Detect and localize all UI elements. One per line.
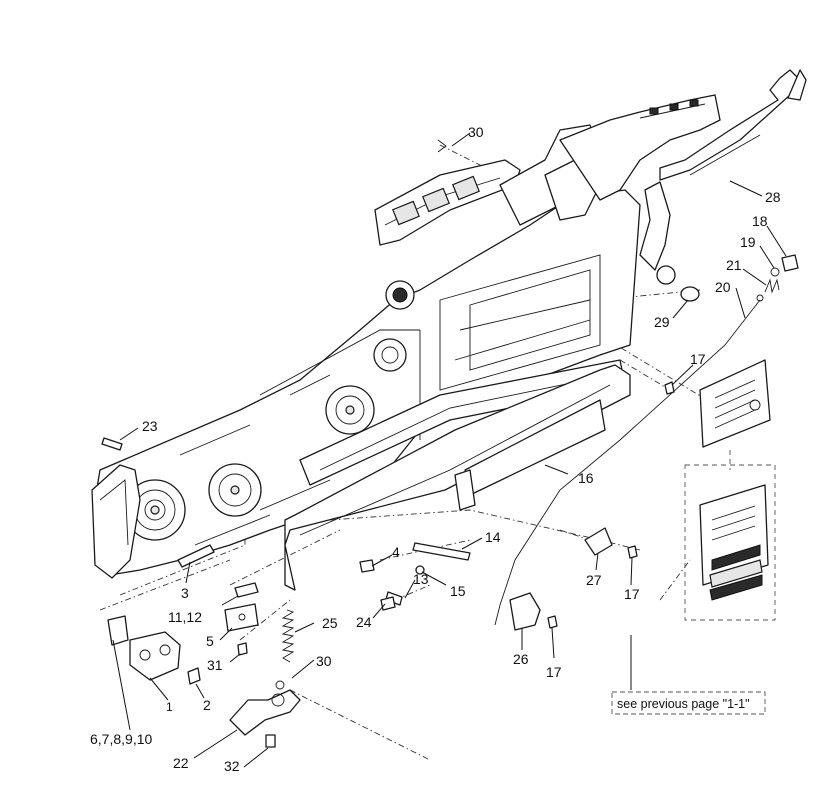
callout-26: 26 — [513, 651, 529, 667]
reference-note: see previous page "1-1" — [611, 691, 766, 715]
callout-32: 32 — [224, 758, 240, 774]
callout-28: 28 — [765, 189, 781, 205]
callout-labels: 30 28 18 19 21 20 29 17 23 16 14 4 13 15… — [90, 124, 781, 774]
callout-19: 19 — [740, 234, 756, 250]
callout-18: 18 — [752, 213, 768, 229]
callout-27: 27 — [586, 572, 602, 588]
callout-24: 24 — [356, 614, 372, 630]
lever-arm — [639, 69, 807, 285]
callout-17-lower: 17 — [546, 664, 562, 680]
callout-22: 22 — [173, 755, 189, 771]
callout-6-10: 6,7,8,9,10 — [90, 731, 152, 747]
small-parts — [101, 139, 799, 748]
label-plate-upper — [699, 359, 771, 448]
reference-note-text: see previous page "1-1" — [617, 697, 750, 711]
callout-14: 14 — [485, 529, 501, 545]
callout-17-upper: 17 — [690, 351, 706, 367]
callout-2: 2 — [203, 697, 211, 713]
callout-3: 3 — [181, 585, 189, 601]
callout-5: 5 — [206, 633, 214, 649]
feeder-main-frame — [91, 94, 721, 579]
callout-21: 21 — [726, 257, 742, 273]
callout-31: 31 — [207, 657, 223, 673]
callout-16: 16 — [578, 470, 594, 486]
callout-30-bottom: 30 — [316, 653, 332, 669]
callout-23: 23 — [142, 418, 158, 434]
callout-11-12: 11,12 — [168, 609, 202, 625]
callout-15: 15 — [450, 583, 466, 599]
side-cover-plate — [284, 364, 631, 591]
callout-4: 4 — [392, 544, 400, 560]
label-plate-lower — [684, 464, 776, 621]
callout-17-middle: 17 — [624, 586, 640, 602]
callout-13: 13 — [413, 571, 429, 587]
leader-lines — [112, 132, 787, 768]
callout-30-top: 30 — [468, 124, 484, 140]
callout-25: 25 — [322, 615, 338, 631]
callout-1: 1 — [166, 700, 173, 714]
callout-20: 20 — [715, 279, 731, 295]
callout-29: 29 — [654, 314, 670, 330]
